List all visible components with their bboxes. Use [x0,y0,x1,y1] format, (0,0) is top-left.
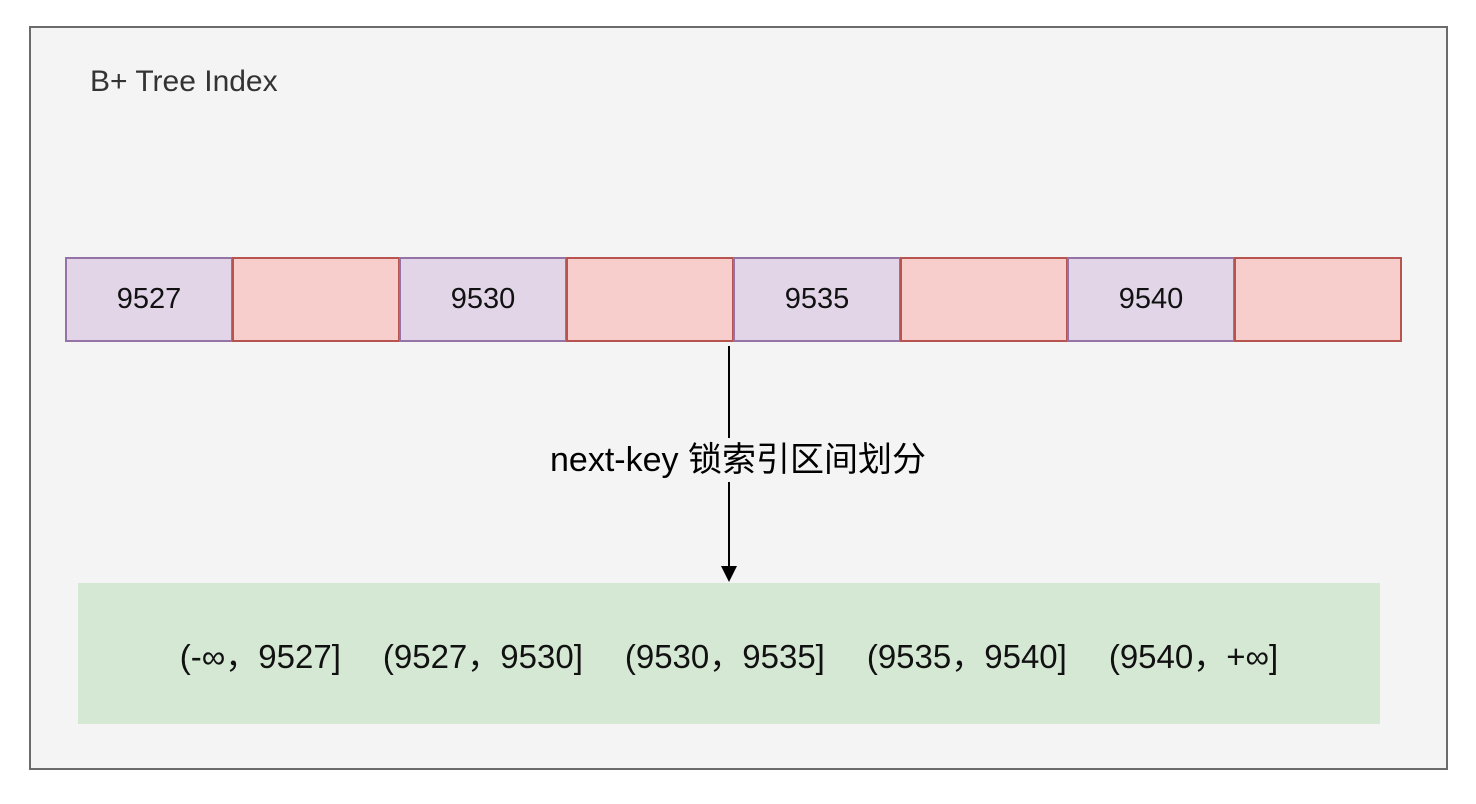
index-gap-cell [1234,257,1402,342]
index-gap-cell [232,257,400,342]
index-key-label: 9535 [784,283,850,315]
range-interval: (9530，9535] [624,637,825,675]
range-interval: (9527，9530] [382,637,583,675]
range-interval: (-∞，9527] [179,637,341,675]
index-gap-cell [900,257,1068,342]
index-key-cell: 9527 [65,257,233,342]
range-interval: (9540，+∞] [1108,637,1279,675]
index-gap-cell [566,257,734,342]
arrow-label: next-key 锁索引区间划分 [520,438,956,482]
range-list: (-∞，9527] (9527，9530] (9530，9535] (9535，… [78,583,1380,724]
index-key-cell: 9535 [733,257,901,342]
index-key-label: 9530 [450,283,516,315]
range-interval: (9535，9540] [866,637,1067,675]
index-key-label: 9527 [116,283,182,315]
diagram-title: B+ Tree Index [90,65,278,98]
index-key-cell: 9540 [1067,257,1235,342]
index-key-cell: 9530 [399,257,567,342]
range-box: (-∞，9527] (9527，9530] (9530，9535] (9535，… [78,583,1380,724]
index-key-label: 9540 [1118,283,1184,315]
index-row: 9527 9530 9535 9540 [65,257,1402,342]
arrow-head-icon [721,566,737,582]
